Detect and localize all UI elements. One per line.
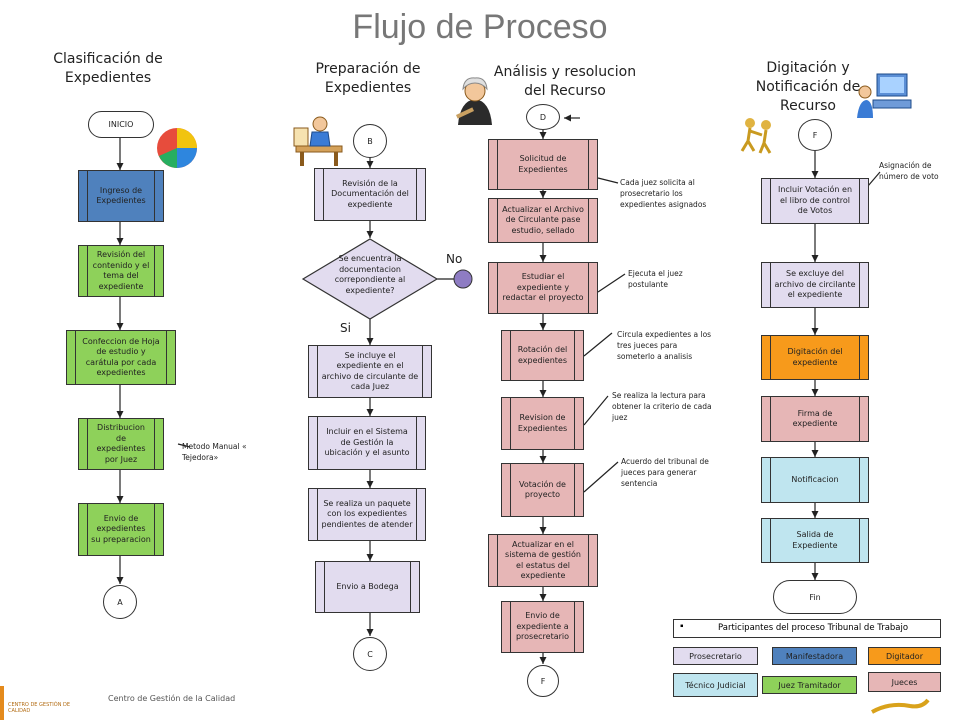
step-incluir-votacion: Incluir Votación en el libro de control … [761, 178, 869, 224]
heading-digitacion: Digitación y Notificación de Recurso [755, 60, 861, 114]
footer-logo: CENTRO DE GESTIÓN DE CALIDAD [8, 702, 71, 714]
end-node: Fin [773, 580, 857, 614]
step-envio-prosecretario: Envio de expediente a prosecretario [501, 601, 584, 653]
people-pushing-icon [740, 118, 772, 154]
legend-digitador: Digitador [868, 647, 941, 665]
step-votacion: Votación de proyecto [501, 463, 584, 517]
note-lectura: Se realiza la lectura para obtener la cr… [612, 391, 712, 422]
step-sistema-gestion: Incluir en el Sistema de Gestión la ubic… [308, 416, 426, 470]
step-salida: Salida de Expediente [761, 518, 869, 563]
step-paquete: Se realiza un paquete con los expediente… [308, 488, 426, 541]
heading-analisis: Análisis y resolucion del Recurso [493, 64, 637, 99]
step-revision-contenido: Revisión del contenido y el tema del exp… [78, 245, 164, 297]
step-excluye-archivo: Se excluye del archivo de circilante el … [761, 262, 869, 308]
connector-b: B [353, 124, 387, 158]
decision-text: Se encuentra la documentacion correpondi… [334, 254, 406, 295]
footer-org: Centro de Gestión de la Calidad [108, 694, 236, 703]
step-rotacion: Rotación del expedientes [501, 330, 584, 381]
decision-diamond [301, 238, 439, 320]
step-solicitud: Solicitud de Expedientes [488, 139, 598, 190]
step-ingreso: Ingreso de Expedientes [78, 170, 164, 222]
legend-panel: ▪ Participantes del proceso Tribunal de … [673, 619, 941, 638]
step-actualizar-sistema: Actualizar en el sistema de gestión el e… [488, 534, 598, 587]
step-actualizar-archivo: Actualizar el Archivo de Circulante pase… [488, 198, 598, 243]
label-no: No [446, 252, 463, 266]
step-envio-preparacion: Envio de expedientes su preparacion [78, 503, 164, 556]
legend-tecnico-judicial: Técnico Judicial [673, 673, 758, 697]
legend-juez-tramitador: Juez Tramitador [762, 676, 857, 694]
legend-jueces: Jueces [868, 672, 941, 692]
note-cada-juez: Cada juez solicita al prosecretario los … [620, 178, 707, 209]
judge-icon [455, 77, 492, 125]
step-incluye-archivo: Se incluye el expediente en el archivo d… [308, 345, 432, 398]
connector-f-top: F [798, 119, 832, 151]
step-estudiar: Estudiar el expediente y redactar el pro… [488, 262, 598, 314]
footer-swoosh-icon [871, 698, 930, 714]
computer-user-icon [857, 73, 912, 118]
legend-title: Participantes del proceso Tribunal de Tr… [718, 623, 909, 633]
step-revision-expedientes: Revision de Expedientes [501, 397, 584, 450]
note-asignacion: Asignación de número de voto [879, 161, 939, 181]
step-notificacion: Notificacion [761, 457, 869, 503]
note-metodo-manual: Metodo Manual « Tejedora» [182, 442, 247, 462]
legend-bullet: ▪ [680, 621, 684, 632]
heading-clasificacion: Clasificación de Expedientes [53, 51, 163, 86]
connector-f-bottom: F [527, 665, 559, 697]
start-node: INICIO [88, 111, 154, 138]
note-juez-postulante: Ejecuta el juez postulante [628, 269, 683, 289]
note-circula: Circula expedientes a los tres jueces pa… [617, 330, 712, 361]
note-acuerdo: Acuerdo del tribunal de jueces para gene… [621, 457, 709, 488]
heading-preparacion: Preparación de Expedientes [315, 61, 421, 96]
connector-a: A [103, 585, 137, 619]
label-si: Si [340, 321, 351, 335]
legend-prosecretario: Prosecretario [673, 647, 758, 665]
step-revision-documentacion: Revisión de la Documentación del expedie… [314, 168, 426, 221]
step-envio-bodega: Envio a Bodega [315, 561, 420, 613]
page-title: Flujo de Proceso [352, 8, 608, 46]
step-distribucion: Distribucion de expedientes por Juez [78, 418, 164, 470]
legend-manifestadora: Manifestadora [772, 647, 857, 665]
step-hoja-estudio: Confeccion de Hoja de estudio y carátula… [66, 330, 176, 385]
no-end-node [453, 269, 473, 289]
office-worker-icon [293, 116, 343, 166]
step-firma: Firma de expediente [761, 396, 869, 442]
pie-chart-icon [157, 128, 197, 168]
footer-accent-bar [0, 686, 4, 720]
step-digitacion: Digitación del expediente [761, 335, 869, 380]
connector-d: D [526, 104, 560, 130]
connector-c: C [353, 637, 387, 671]
